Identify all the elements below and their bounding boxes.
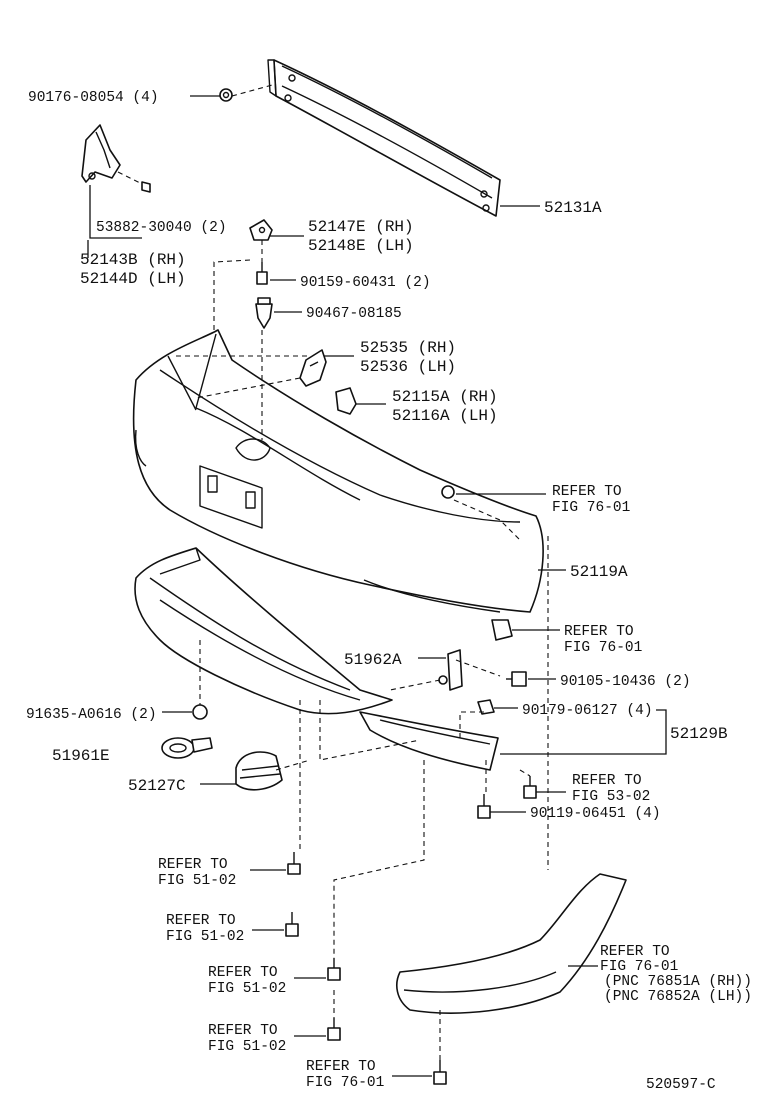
screw-refer-51-02-c xyxy=(327,958,341,981)
label-52536: 52536 (LH) xyxy=(360,358,456,376)
part-labels: 90176-08054 (4) 53882-30040 (2) 52143B (… xyxy=(26,90,752,1093)
label-refer-51-02-b-line1: REFER TO xyxy=(166,913,236,929)
label-pnc-76852A: (PNC 76852A (LH)) xyxy=(604,989,752,1005)
label-refer-76-01-b-line2: FIG 76-01 xyxy=(564,640,642,656)
assembly-lines xyxy=(117,83,549,1060)
screw-refer-51-02-b xyxy=(285,912,299,937)
label-90105-10436: 90105-10436 (2) xyxy=(560,674,691,690)
towing-hook-51961E xyxy=(161,737,213,759)
label-90159-60431: 90159-60431 (2) xyxy=(300,275,431,291)
bumper-reinforcement-52131A xyxy=(267,59,501,217)
label-52129B: 52129B xyxy=(670,725,728,743)
label-52535: 52535 (RH) xyxy=(360,339,456,357)
label-90176-08054: 90176-08054 (4) xyxy=(28,90,159,106)
bolt-90105-10436 xyxy=(506,671,527,687)
label-refer-76-01-a-line2: FIG 76-01 xyxy=(552,500,630,516)
screw-refer-76-01-bottom xyxy=(433,1060,447,1085)
label-refer-53-02-line1: REFER TO xyxy=(572,773,642,789)
drawing-number: 520597-C xyxy=(646,1077,716,1093)
retainer-52115A xyxy=(335,387,357,415)
label-refer-51-02-a-line1: REFER TO xyxy=(158,857,228,873)
label-refer-76-01-a-line1: REFER TO xyxy=(552,484,622,500)
label-52148E: 52148E (LH) xyxy=(308,237,414,255)
label-refer-51-02-c-line2: FIG 51-02 xyxy=(208,981,286,997)
leader-lines xyxy=(87,95,667,1077)
label-refer-76-01-b-line1: REFER TO xyxy=(564,624,634,640)
label-90119-06451: 90119-06451 (4) xyxy=(530,806,661,822)
label-refer-76-01-c-line2: FIG 76-01 xyxy=(600,959,678,975)
clip-refer-76-01-upper xyxy=(441,485,455,499)
label-53882-30040: 53882-30040 (2) xyxy=(96,220,227,236)
label-refer-53-02-line2: FIG 53-02 xyxy=(572,789,650,805)
label-refer-51-02-d-line1: REFER TO xyxy=(208,1023,278,1039)
label-refer-76-01-d-line1: REFER TO xyxy=(306,1059,376,1075)
screw-refer-53-02 xyxy=(523,776,537,799)
label-91635-A0616: 91635-A0616 (2) xyxy=(26,707,157,723)
label-52127C: 52127C xyxy=(128,777,186,795)
label-refer-76-01-c-line1: REFER TO xyxy=(600,944,670,960)
label-52119A: 52119A xyxy=(570,563,628,581)
label-refer-76-01-d-line2: FIG 76-01 xyxy=(306,1075,384,1091)
duct-52127C xyxy=(235,751,283,791)
bracket-52143B xyxy=(81,124,151,193)
clip-refer-76-01-mid xyxy=(491,619,513,641)
label-52144D: 52144D (LH) xyxy=(80,270,186,288)
bumper-cover-52119A xyxy=(132,329,544,613)
label-52116A: 52116A (LH) xyxy=(392,407,498,425)
nut-90179-06127 xyxy=(477,699,495,715)
clip-91635-A0616 xyxy=(192,704,208,720)
label-51961E: 51961E xyxy=(52,747,110,765)
label-refer-51-02-a-line2: FIG 51-02 xyxy=(158,873,236,889)
screw-refer-51-02-a xyxy=(287,852,301,875)
label-refer-51-02-c-line1: REFER TO xyxy=(208,965,278,981)
label-90467-08185: 90467-08185 xyxy=(306,306,402,322)
screw-refer-51-02-d xyxy=(327,1018,341,1041)
screw-90159-60431 xyxy=(256,262,268,285)
label-51962A: 51962A xyxy=(344,651,402,669)
retainer-52147E xyxy=(249,219,273,241)
label-pnc-76851A: (PNC 76851A (RH)) xyxy=(604,974,752,990)
lower-spoiler-52129B xyxy=(134,547,499,771)
label-52115A: 52115A (RH) xyxy=(392,388,498,406)
label-52147E: 52147E (RH) xyxy=(308,218,414,236)
label-52131A: 52131A xyxy=(544,199,602,217)
fender-extension-76851A xyxy=(396,873,627,1014)
nut-90176-08054 xyxy=(219,88,233,102)
screw-90119-06451 xyxy=(477,794,491,819)
retainer-52535 xyxy=(299,349,327,387)
label-refer-51-02-d-line2: FIG 51-02 xyxy=(208,1039,286,1055)
label-refer-51-02-b-line2: FIG 51-02 xyxy=(166,929,244,945)
clip-90467-08185 xyxy=(255,297,273,329)
bracket-51962A xyxy=(438,649,463,691)
label-52143B: 52143B (RH) xyxy=(80,251,186,269)
label-90179-06127: 90179-06127 (4) xyxy=(522,703,653,719)
